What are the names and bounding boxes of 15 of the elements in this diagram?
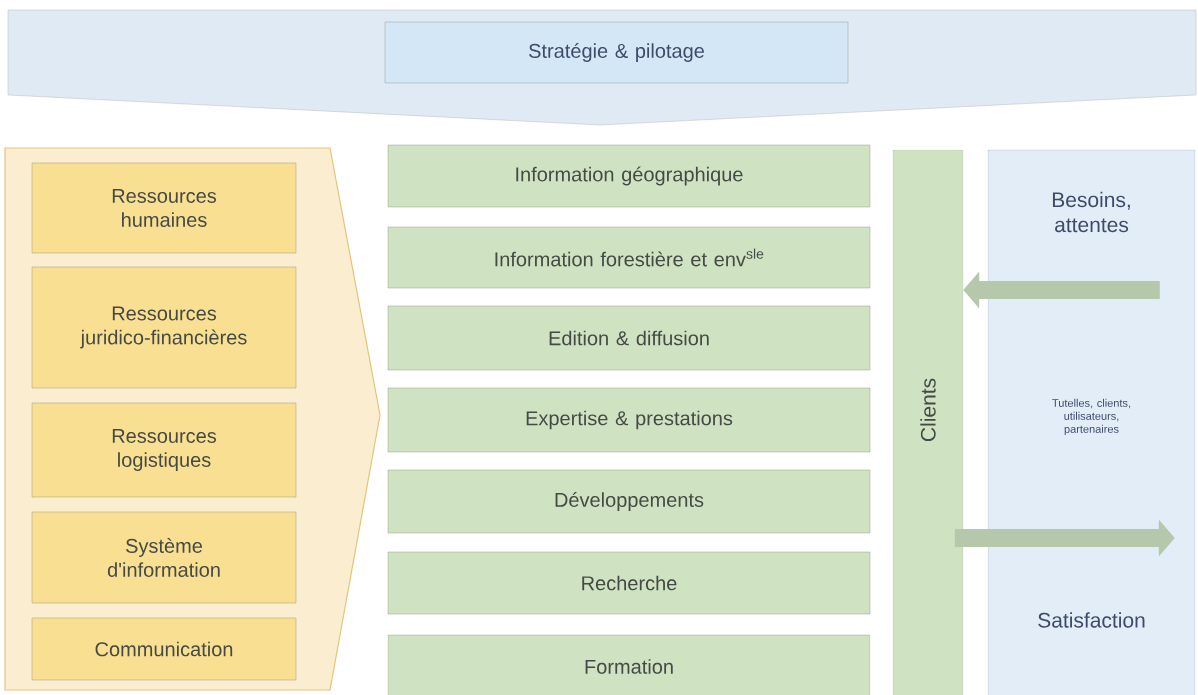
activity-box: Information forestière et env$^{sle}$ xyxy=(387,226,871,289)
activity-box: Recherche xyxy=(387,551,871,615)
activity-box: Formation xyxy=(387,634,871,695)
activity-box: Expertise & prestations xyxy=(387,387,871,453)
activity-box: Information géographique xyxy=(387,144,871,208)
resource-box: Système d'information xyxy=(31,511,297,604)
resource-box: Communication xyxy=(31,617,297,681)
activity-box: Développements xyxy=(387,469,871,534)
resource-box: Ressources juridico-financières xyxy=(31,266,297,389)
resource-box: Ressources logistiques xyxy=(31,402,297,498)
strategy-box: Stratégie & pilotage xyxy=(384,21,849,84)
resource-box: Ressources humaines xyxy=(31,162,297,254)
clients-bar: Clients xyxy=(892,149,964,695)
stakeholder-panel: Besoins, attentes Tutelles, clients, utilisateurs, partenaires Satisfaction xyxy=(987,149,1196,695)
activity-box: Edition & diffusion xyxy=(387,305,871,371)
